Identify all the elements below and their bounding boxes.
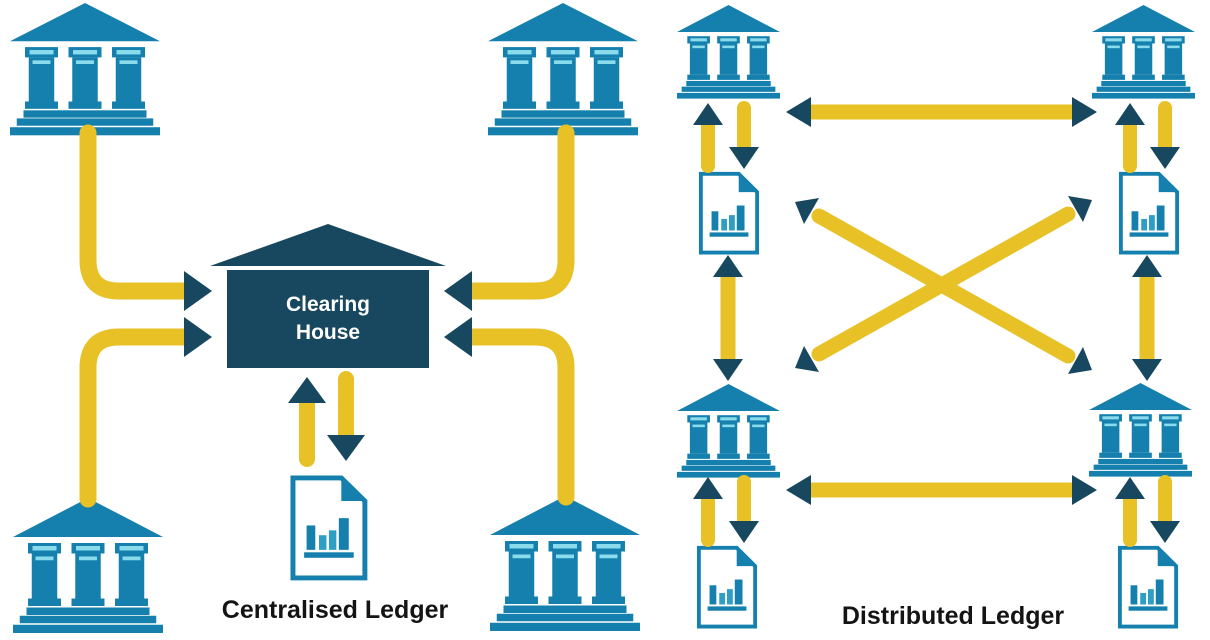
- arrow-bank-bottomright-to-hub: [444, 317, 575, 506]
- ledger-icon: [1117, 545, 1179, 629]
- arrowhead-icon: [713, 255, 743, 277]
- arrow-shaft: [463, 328, 575, 506]
- arrowhead-icon: [1115, 477, 1145, 499]
- arrowhead-icon: [444, 271, 472, 311]
- ledger-icon: [696, 545, 758, 629]
- arrow-shaft: [463, 124, 575, 300]
- arrow-bank-bottomleft-to-hub: [79, 317, 212, 508]
- arrowhead-icon: [327, 435, 365, 461]
- bank-icon: [677, 384, 780, 478]
- arrow-bank-topleft-to-hub: [79, 124, 212, 311]
- arrow-double-bottom-row: [786, 475, 1097, 505]
- bank-icon: [13, 498, 163, 633]
- arrowhead-icon: [1068, 347, 1092, 374]
- arrow-shaft: [811, 206, 1076, 362]
- ledger-icon: [698, 171, 760, 255]
- arrow-double-left-column: [713, 255, 743, 381]
- arrow-pair-topright-bank-ledger: [1115, 101, 1180, 173]
- arrowhead-icon: [1132, 255, 1162, 277]
- arrowhead-icon: [1068, 196, 1092, 222]
- arrow-pair-bottomleft-bank-ledger: [693, 475, 759, 547]
- arrow-double-diagonal-bl-tr: [795, 196, 1092, 372]
- arrowhead-icon: [1150, 521, 1180, 543]
- arrowhead-icon: [1132, 359, 1162, 381]
- arrowhead-icon: [729, 521, 759, 543]
- arrow-double-top-row: [786, 97, 1097, 127]
- bank-icon: [10, 3, 160, 136]
- arrowhead-icon: [1150, 147, 1180, 169]
- bank-icon: [488, 3, 638, 136]
- arrow-shaft: [79, 328, 193, 508]
- bank-icon: [1092, 5, 1195, 99]
- arrowhead-icon: [693, 103, 723, 125]
- arrowhead-icon: [184, 271, 212, 311]
- bank-icon: [490, 496, 640, 631]
- arrowhead-icon: [713, 359, 743, 381]
- arrowhead-icon: [729, 147, 759, 169]
- bank-icon: [677, 5, 780, 99]
- centralised-ledger-caption: Centralised Ledger: [221, 596, 449, 624]
- clearing-house-roof: [210, 224, 446, 266]
- arrowhead-icon: [1072, 475, 1097, 505]
- arrowhead-icon: [1115, 103, 1145, 125]
- arrowhead-icon: [795, 346, 819, 372]
- arrow-pair-bottomright-bank-ledger: [1115, 475, 1180, 547]
- arrow-pair-topleft-bank-ledger: [693, 101, 759, 173]
- ledger-icon: [1118, 171, 1180, 255]
- distributed-ledger-caption: Distributed Ledger: [841, 602, 1065, 630]
- arrowhead-icon: [1072, 97, 1097, 127]
- arrowhead-icon: [184, 317, 212, 357]
- arrowhead-icon: [288, 377, 326, 403]
- arrowhead-icon: [795, 198, 819, 224]
- arrow-shaft: [79, 124, 193, 300]
- clearing-house-building: [210, 224, 446, 368]
- clearing-house-label: Clearing House: [285, 293, 371, 344]
- ledger-icon: [293, 478, 365, 578]
- clearing-house-body: [227, 270, 429, 368]
- arrow-bank-topright-to-hub: [444, 124, 575, 311]
- arrow-ledger-to-hub-up: [288, 377, 326, 467]
- arrowhead-icon: [786, 97, 811, 127]
- arrow-hub-to-ledger-down: [327, 371, 365, 461]
- bank-icon: [1089, 383, 1192, 477]
- arrow-double-right-column: [1132, 255, 1162, 381]
- arrowhead-icon: [786, 475, 811, 505]
- arrowhead-icon: [693, 477, 723, 499]
- arrowhead-icon: [444, 317, 472, 357]
